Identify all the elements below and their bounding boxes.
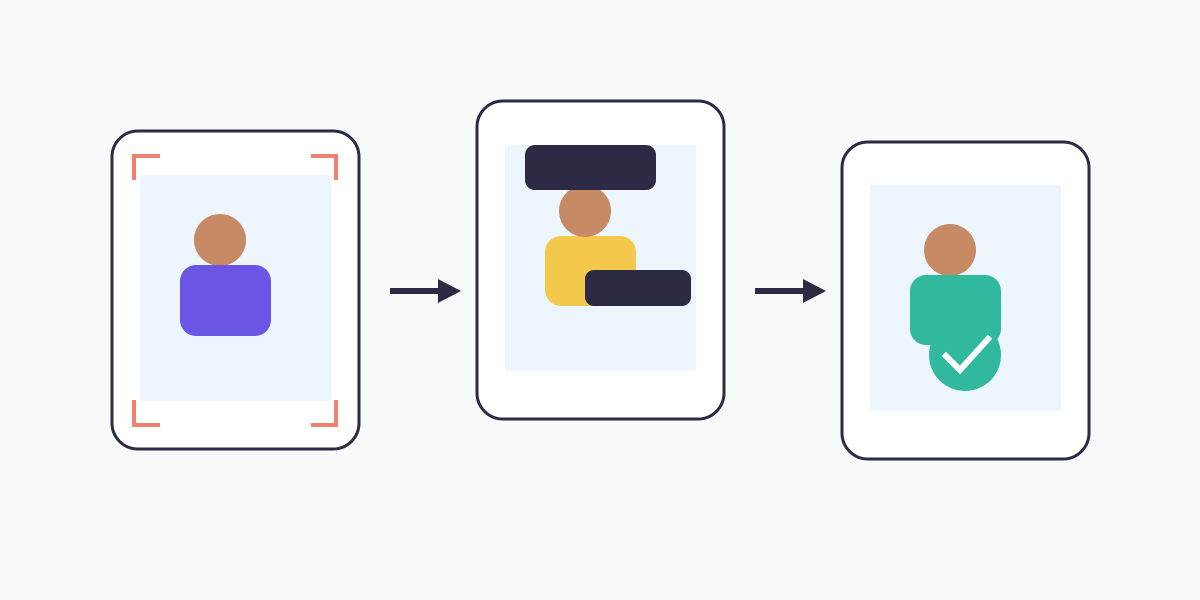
redaction-bar-bottom — [585, 270, 691, 306]
step-3-verified-card — [840, 140, 1091, 461]
person-head — [924, 224, 976, 276]
redaction-bar-top — [525, 145, 656, 190]
corner-top-right-icon — [311, 154, 338, 180]
arrow-shaft — [755, 288, 805, 294]
person-icon — [180, 214, 271, 336]
step-2-redact-card — [475, 99, 726, 421]
arrow-head — [438, 279, 461, 303]
corner-top-left-icon — [132, 154, 160, 180]
step-1-scan-card — [110, 129, 361, 451]
corner-bottom-right-icon — [311, 400, 338, 427]
arrow-head — [803, 279, 826, 303]
person-head — [194, 214, 246, 266]
checkmark-badge-icon — [929, 319, 1001, 391]
arrow-shaft — [390, 288, 440, 294]
arrow-right-icon-2 — [755, 279, 826, 303]
scan-corner-icon — [132, 154, 338, 427]
corner-bottom-left-icon — [132, 400, 160, 427]
arrow-right-icon-1 — [390, 279, 461, 303]
check-mark-icon — [941, 334, 993, 375]
person-head — [559, 185, 611, 237]
check-badge-circle — [929, 319, 1001, 391]
person-body — [180, 265, 271, 336]
